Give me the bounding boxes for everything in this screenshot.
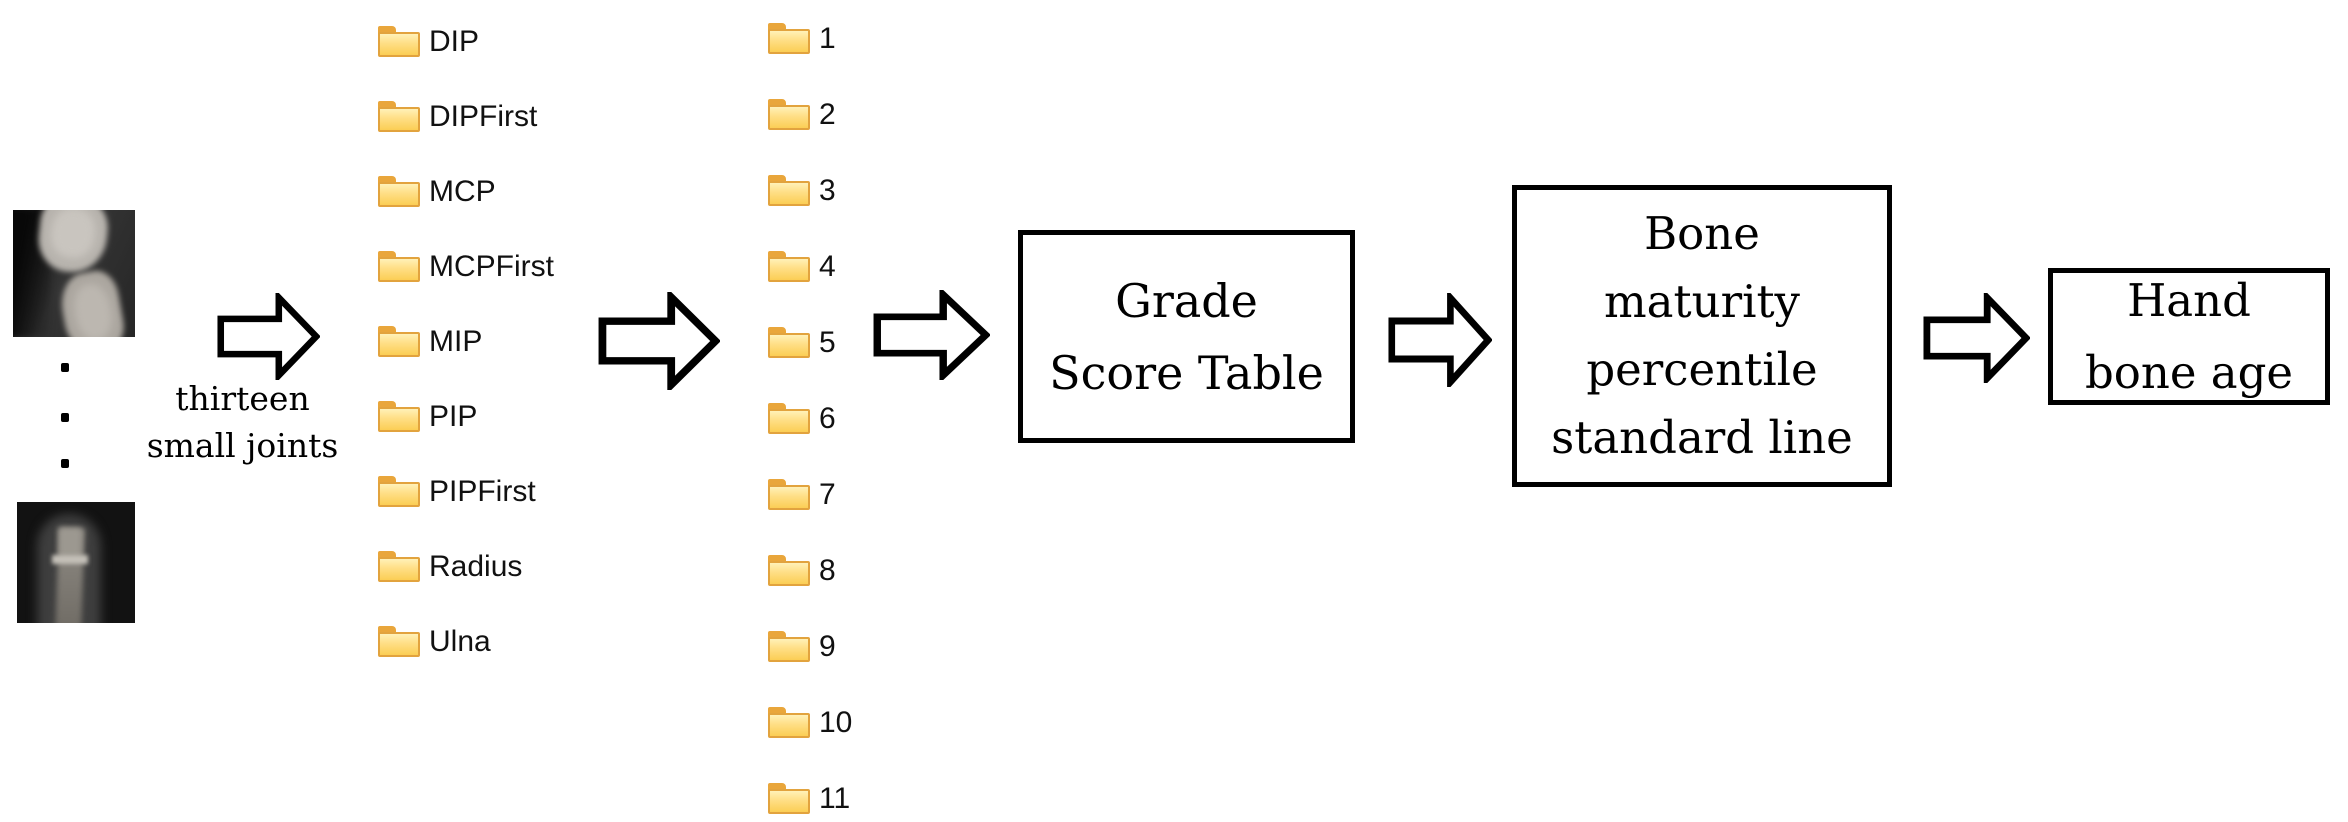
folder-label: 7 bbox=[819, 477, 836, 511]
folder-item: MCP bbox=[378, 174, 554, 208]
finger-joint-line bbox=[52, 555, 88, 564]
folder-icon bbox=[378, 26, 420, 57]
block-arrow-right-icon-2 bbox=[598, 292, 720, 390]
xray-thumbnail-joint bbox=[13, 210, 135, 337]
folder-label: 11 bbox=[819, 781, 851, 815]
folder-label: 9 bbox=[819, 629, 836, 663]
block-arrow-right-icon-5 bbox=[1923, 293, 2030, 383]
folder-label: DIP bbox=[429, 24, 480, 58]
folder-item: 5 bbox=[768, 325, 852, 359]
box-line: Bone bbox=[1644, 207, 1760, 260]
folder-label: DIPFirst bbox=[429, 99, 538, 133]
grade-folder-list: 1 2 3 4 5 6 7 8 9 10 bbox=[768, 21, 853, 822]
folder-icon bbox=[768, 555, 810, 586]
folder-icon bbox=[768, 707, 810, 738]
folder-item: 6 bbox=[768, 401, 852, 435]
folder-item: MIP bbox=[378, 324, 554, 358]
box-line: Grade bbox=[1115, 273, 1258, 328]
folder-icon bbox=[378, 326, 420, 357]
input-caption-line1: thirteen bbox=[175, 379, 310, 418]
hand-bone-age-box: Hand bone age bbox=[2048, 268, 2330, 405]
box-line: Score Table bbox=[1049, 345, 1324, 400]
input-caption-line2: small joints bbox=[146, 426, 339, 465]
finger-bone-tip bbox=[59, 528, 81, 556]
folder-label: 2 bbox=[819, 97, 836, 131]
folder-icon bbox=[378, 401, 420, 432]
folder-label: MCPFirst bbox=[429, 249, 554, 283]
folder-label: 6 bbox=[819, 401, 836, 435]
box-line: Hand bbox=[2127, 273, 2251, 327]
folder-icon bbox=[378, 251, 420, 282]
folder-icon bbox=[768, 479, 810, 510]
folder-label: PIP bbox=[429, 399, 478, 433]
folder-item: 2 bbox=[768, 97, 852, 131]
folder-item: 4 bbox=[768, 249, 852, 283]
folder-item: MCPFirst bbox=[378, 249, 554, 283]
folder-item: 9 bbox=[768, 629, 852, 663]
folder-item: DIPFirst bbox=[378, 99, 554, 133]
box-line: standard line bbox=[1551, 411, 1853, 464]
folder-icon bbox=[768, 23, 810, 54]
folder-label: 1 bbox=[819, 21, 836, 55]
folder-label: Radius bbox=[429, 549, 523, 583]
block-arrow-right-icon-1 bbox=[217, 293, 320, 380]
folder-item: PIP bbox=[378, 399, 554, 433]
folder-item: Ulna bbox=[378, 624, 554, 658]
folder-label: 5 bbox=[819, 325, 836, 359]
folder-label: 10 bbox=[819, 705, 853, 739]
box-line: percentile bbox=[1586, 343, 1818, 396]
folder-item: 10 bbox=[768, 705, 853, 739]
folder-item: PIPFirst bbox=[378, 474, 554, 508]
xray-thumbnail-fingertip bbox=[17, 502, 135, 623]
folder-item: DIP bbox=[378, 24, 554, 58]
block-arrow-right-icon-3 bbox=[873, 290, 990, 380]
folder-label: 3 bbox=[819, 173, 836, 207]
input-caption: thirteen small joints bbox=[135, 375, 350, 469]
folder-icon bbox=[768, 327, 810, 358]
folder-icon bbox=[378, 101, 420, 132]
folder-item: Radius bbox=[378, 549, 554, 583]
bone-maturity-percentile-box: Bone maturity percentile standard line bbox=[1512, 185, 1892, 487]
folder-label: MIP bbox=[429, 324, 483, 358]
folder-label: 8 bbox=[819, 553, 836, 587]
folder-label: MCP bbox=[429, 174, 496, 208]
folder-item: 11 bbox=[768, 781, 852, 815]
folder-icon bbox=[378, 551, 420, 582]
box-line: maturity bbox=[1604, 275, 1800, 328]
folder-icon bbox=[768, 783, 810, 814]
folder-icon bbox=[378, 476, 420, 507]
folder-icon bbox=[768, 403, 810, 434]
folder-item: 7 bbox=[768, 477, 852, 511]
folder-label: PIPFirst bbox=[429, 474, 536, 508]
vertical-ellipsis bbox=[61, 363, 69, 468]
folder-item: 3 bbox=[768, 173, 852, 207]
box-line: bone age bbox=[2084, 345, 2294, 399]
folder-icon bbox=[768, 251, 810, 282]
folder-icon bbox=[768, 631, 810, 662]
grade-score-table-box: Grade Score Table bbox=[1018, 230, 1355, 443]
folder-label: Ulna bbox=[429, 624, 491, 658]
block-arrow-right-icon-4 bbox=[1388, 293, 1492, 387]
folder-icon bbox=[378, 176, 420, 207]
folder-icon bbox=[378, 626, 420, 657]
folder-icon bbox=[768, 175, 810, 206]
folder-item: 1 bbox=[768, 21, 852, 55]
folder-icon bbox=[768, 99, 810, 130]
folder-item: 8 bbox=[768, 553, 852, 587]
folder-label: 4 bbox=[819, 249, 836, 283]
joint-folder-list: DIP DIPFirst MCP MCPFirst MIP PIP PIPFir… bbox=[378, 24, 554, 701]
